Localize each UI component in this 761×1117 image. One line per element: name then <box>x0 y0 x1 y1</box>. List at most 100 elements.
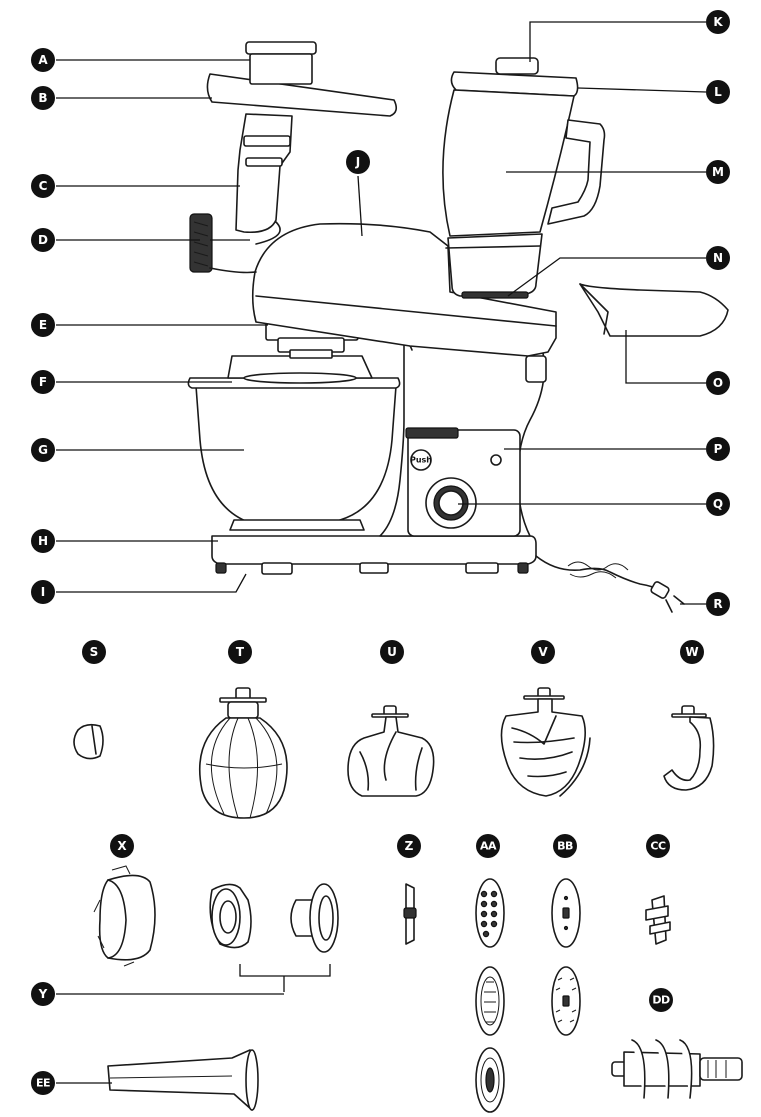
badge-N: N <box>706 246 730 270</box>
beater-icon <box>347 705 435 797</box>
badge-BB: BB <box>553 834 577 858</box>
badge-R: R <box>706 592 730 616</box>
sausage-cone-icon <box>209 883 252 949</box>
badge-S: S <box>82 640 106 664</box>
svg-text:X: X <box>117 839 127 853</box>
svg-text:S: S <box>90 645 99 659</box>
worm-screw-icon <box>611 1039 743 1099</box>
small-cap-icon <box>73 723 104 760</box>
svg-text:G: G <box>38 443 48 457</box>
splash-cover <box>579 283 729 337</box>
badge-X: X <box>110 834 134 858</box>
svg-text:K: K <box>713 15 723 29</box>
badge-I: I <box>31 580 55 604</box>
grinder-pusher <box>245 41 317 55</box>
badge-L: L <box>706 80 730 104</box>
grinder-tube <box>235 113 293 234</box>
svg-text:O: O <box>713 376 723 390</box>
base-plate <box>211 535 537 565</box>
badge-G: G <box>31 438 55 462</box>
badge-W: W <box>680 640 704 664</box>
shredding-disc-icon <box>551 966 581 1036</box>
svg-text:Z: Z <box>405 839 414 853</box>
leader-lines <box>56 21 707 1084</box>
svg-text:Q: Q <box>713 497 723 511</box>
badge-Q: Q <box>706 492 730 516</box>
badge-B: B <box>31 86 55 110</box>
svg-text:B: B <box>38 91 47 105</box>
indicator-light <box>490 454 502 466</box>
svg-text:EE: EE <box>36 1077 50 1090</box>
svg-text:M: M <box>712 165 724 179</box>
svg-text:I: I <box>41 585 45 599</box>
svg-text:W: W <box>685 645 698 659</box>
cutting-blade-icon <box>403 883 417 945</box>
foot-1 <box>215 562 227 574</box>
svg-text:CC: CC <box>650 840 666 853</box>
foot-5 <box>517 562 529 574</box>
bowl <box>195 385 397 528</box>
foot-4 <box>465 562 499 574</box>
badge-T: T <box>228 640 252 664</box>
svg-text:DD: DD <box>652 994 670 1007</box>
svg-text:C: C <box>39 179 48 193</box>
badge-P: P <box>706 437 730 461</box>
badge-V: V <box>531 640 555 664</box>
badge-M: M <box>706 160 730 184</box>
grinder-ring-icon <box>93 865 156 967</box>
svg-text:J: J <box>355 155 360 169</box>
badge-K: K <box>706 10 730 34</box>
badge-U: U <box>380 640 404 664</box>
svg-text:BB: BB <box>557 840 573 853</box>
svg-text:L: L <box>714 85 722 99</box>
blank-disc-icon <box>551 878 581 948</box>
foot-2 <box>261 562 293 575</box>
badge-Y: Y <box>31 982 55 1006</box>
dough-hook-icon <box>663 705 715 791</box>
badge-J: J <box>346 150 370 174</box>
badge-E: E <box>31 313 55 337</box>
badge-A: A <box>31 48 55 72</box>
svg-text:N: N <box>713 251 723 265</box>
badge-EE: EE <box>31 1071 55 1095</box>
lock-lever <box>405 427 459 439</box>
power-plug <box>650 581 670 599</box>
badge-DD: DD <box>649 988 673 1012</box>
badge-AA: AA <box>476 834 500 858</box>
coarse-plate-icon <box>475 878 505 948</box>
badge-Z: Z <box>397 834 421 858</box>
svg-text:F: F <box>39 375 47 389</box>
fine-plate-icon <box>475 1047 505 1113</box>
flexi-beater-icon <box>500 687 591 797</box>
badge-F: F <box>31 370 55 394</box>
badge-O: O <box>706 371 730 395</box>
medium-plate-icon <box>475 966 505 1036</box>
blender-cap <box>495 57 539 75</box>
bowl-foot <box>229 519 365 531</box>
svg-text:R: R <box>713 597 722 611</box>
cross-cutter-icon <box>645 895 671 945</box>
mixer-head <box>251 222 557 357</box>
svg-text:Y: Y <box>38 987 48 1001</box>
stand-mixer-icon: Push <box>187 41 729 613</box>
svg-text:AA: AA <box>480 840 497 853</box>
blender-handle <box>547 119 606 225</box>
sausage-tube-icon <box>107 1049 259 1111</box>
badge-C: C <box>31 174 55 198</box>
svg-text:E: E <box>39 318 47 332</box>
svg-text:V: V <box>538 645 548 659</box>
push-button-label: Push <box>410 456 432 465</box>
power-cord <box>535 555 661 591</box>
svg-text:A: A <box>38 53 48 67</box>
badge-H: H <box>31 529 55 553</box>
badge-D: D <box>31 228 55 252</box>
svg-text:P: P <box>714 442 723 456</box>
whisk-icon <box>198 687 288 819</box>
svg-text:H: H <box>38 534 48 548</box>
blender-base <box>447 233 543 297</box>
foot-3 <box>359 562 389 574</box>
svg-text:D: D <box>38 233 48 247</box>
push-button[interactable] <box>410 449 432 471</box>
svg-text:U: U <box>387 645 397 659</box>
